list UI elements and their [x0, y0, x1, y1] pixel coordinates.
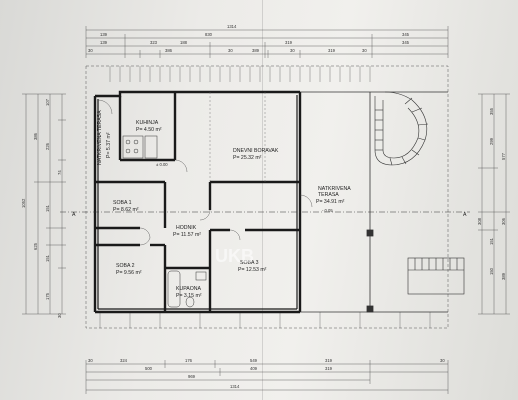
watermark-logo: UKB	[215, 246, 254, 266]
dim-top-r4-e: 30	[290, 48, 295, 53]
dim-left-total: 1052	[21, 198, 26, 208]
room-soba3-name: SOBA 3	[240, 260, 259, 266]
dim-top-r3-a: 139	[100, 40, 108, 45]
dim-right-inner-a: 355	[489, 107, 494, 115]
dim-top-r2-c: 345	[402, 32, 410, 37]
dim-bot-r1-e: 319	[325, 358, 333, 363]
dim-left-inner-b: 226	[45, 142, 50, 150]
dim-left-inner-d: 151	[45, 204, 50, 212]
dim-top-r4-b: 386	[165, 48, 173, 53]
dim-top-r4-d: 389	[252, 48, 260, 53]
dim-top-r3-e: 345	[402, 40, 410, 45]
room-terasa-area: P= 5.37 m²	[106, 132, 112, 158]
dim-bot-r1-b: 324	[120, 358, 128, 363]
dim-bot-r2-b: 409	[250, 366, 258, 371]
room-soba3-area: P= 12.53 m²	[238, 267, 267, 273]
dim-bot-r1-c: 176	[185, 358, 193, 363]
room-hodnik-area: P= 11.57 m²	[173, 232, 201, 238]
level-main: ± 0.00	[156, 162, 168, 167]
dim-right-inner-b: 299	[489, 137, 494, 145]
room-soba2-area: P= 9.56 m²	[116, 270, 142, 276]
room-terasa-name: NATKRIVENA TERASA	[97, 110, 103, 165]
dim-top-r4-c: 30	[228, 48, 233, 53]
room-dnevni-area: P= 25.32 m²	[233, 155, 262, 161]
dim-top-r2-a: 139	[100, 32, 108, 37]
dim-top-r4-a: 30	[88, 48, 93, 53]
room-hodnik-name: HODNIK	[176, 225, 197, 231]
dim-top-r3-b: 323	[150, 40, 158, 45]
dim-left-inner-f: 175	[45, 292, 50, 300]
level-terrace: - 0.05	[322, 208, 333, 213]
dim-top-r4-f: 319	[328, 48, 336, 53]
bathroom-fixtures	[167, 270, 207, 308]
terrace-stair	[407, 257, 465, 295]
dim-top-r3-c: 188	[180, 40, 188, 45]
room-soba1-area: P= 8.62 m²	[113, 207, 139, 213]
dim-bot-r3: 969	[188, 374, 196, 379]
room-soba2-name: SOBA 2	[116, 263, 135, 269]
paper-fold	[262, 0, 263, 400]
dim-bot-r1-d: 549	[250, 358, 258, 363]
dim-bot-r1-a: 30	[88, 358, 93, 363]
dim-right-inner-c: 308	[477, 217, 482, 225]
spiral-stair	[374, 91, 429, 166]
room-dnevni-name: DNEVNI BORAVAK	[233, 148, 279, 154]
room-natk-terasa-area: P= 34.91 m²	[316, 199, 345, 205]
dim-right-outer-a: 577	[501, 152, 506, 160]
dim-left-inner-c: 74	[57, 170, 62, 175]
dim-left-inner-g: 30	[57, 313, 62, 318]
door-swings	[97, 99, 313, 246]
dim-bot-total: 1314	[230, 384, 240, 389]
dim-left-inner-e: 151	[45, 254, 50, 262]
room-kupaona-name: KUPAONA	[176, 286, 202, 292]
kitchen-fixtures	[122, 135, 158, 159]
room-kupaona-area: P= 3.15 m²	[176, 293, 202, 299]
dim-top-total: 1314	[227, 24, 237, 29]
dim-right-outer-b: 306	[501, 217, 506, 225]
dim-right-inner-d: 151	[489, 237, 494, 245]
dim-bot-r1-f: 30	[440, 358, 445, 363]
dim-top-r2-b: 830	[205, 32, 213, 37]
dim-bot-r2-c: 319	[325, 366, 333, 371]
dim-left-inner-a: 107	[45, 98, 50, 106]
dim-top-r3-d: 319	[285, 40, 293, 45]
dim-top-r4-g: 30	[362, 48, 367, 53]
section-mark-left: A	[72, 212, 76, 218]
room-natk-terasa-name-1: NATKRIVENA	[318, 186, 351, 192]
dim-left-outer-b: 625	[33, 242, 38, 250]
room-soba1-name: SOBA 1	[113, 200, 132, 206]
dim-right-inner-e: 150	[489, 267, 494, 275]
dim-left-outer-a: 386	[33, 132, 38, 140]
dim-right-outer-c: 389	[501, 272, 506, 280]
dim-bot-r2-a: 500	[145, 366, 153, 371]
room-kuhinja-name: KUHINJA	[136, 120, 159, 126]
room-natk-terasa-name-2: TERASA	[318, 192, 339, 198]
room-kuhinja-area: P= 4.50 m²	[136, 127, 162, 133]
section-mark-right: A	[463, 212, 467, 218]
